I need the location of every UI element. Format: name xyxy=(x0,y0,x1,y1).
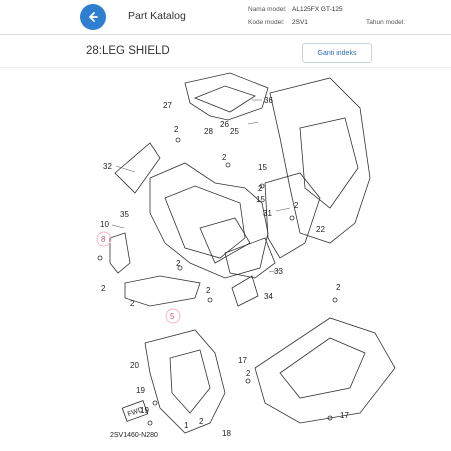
callout-36: 36 xyxy=(264,96,273,105)
callout-22: 22 xyxy=(316,225,325,234)
model-name-label: Nama model: xyxy=(248,6,287,13)
highlight-8[interactable] xyxy=(96,231,112,247)
model-year-label: Tahun model: xyxy=(366,19,406,26)
model-code-value: 2SV1 xyxy=(292,19,308,26)
callout-2e: 2 xyxy=(176,259,181,268)
lower-panel-part xyxy=(224,237,276,279)
callout-20: 20 xyxy=(130,361,139,370)
side-cover-part xyxy=(269,77,371,244)
callout-10: 10 xyxy=(100,220,109,229)
callout-19: 19 xyxy=(136,386,145,395)
app-title: Part Katalog xyxy=(128,10,186,22)
divider xyxy=(0,67,451,68)
callout-19b: 19 xyxy=(140,406,149,415)
callout-31: 31 xyxy=(263,209,272,218)
lower-cover-part xyxy=(124,275,201,307)
bracket-part xyxy=(231,275,259,307)
model-code-label: Kode model: xyxy=(248,19,285,26)
callout-1: 1 xyxy=(184,421,189,430)
callout-28: 28 xyxy=(204,127,213,136)
callout-5-highlighted: 5 xyxy=(170,312,175,321)
front-panel-part xyxy=(149,162,269,279)
parts-diagram: 27 36 28 26 25 2 32 35 10 2 8 2 15 2 15 … xyxy=(96,72,396,439)
callout-2: 2 xyxy=(174,125,179,134)
callout-17b: 17 xyxy=(340,411,349,420)
callout-27: 27 xyxy=(163,101,172,110)
callout-2f: 2 xyxy=(130,299,135,308)
app-header: Part Katalog Nama model: AL125FX GT-125 … xyxy=(0,0,451,35)
front-cowl-part xyxy=(184,72,269,121)
callout-8-highlighted: 8 xyxy=(101,235,106,244)
section-title: 28:LEG SHIELD xyxy=(86,45,170,57)
callout-2k: 2 xyxy=(199,417,204,426)
model-name-value: AL125FX GT-125 xyxy=(292,6,343,13)
callout-35: 35 xyxy=(120,210,129,219)
change-index-button[interactable]: Ganti indeks xyxy=(302,43,372,63)
back-button[interactable] xyxy=(80,4,106,30)
lower-guard-part xyxy=(144,329,226,434)
callout-2c: 2 xyxy=(101,284,106,293)
callout-34: 34 xyxy=(264,292,273,301)
callout-32: 32 xyxy=(103,162,112,171)
leg-shield-part xyxy=(264,172,321,259)
diagram-code: 2SV1460-N280 xyxy=(110,432,158,439)
arrow-left-icon xyxy=(89,12,98,22)
fwd-label: FWD xyxy=(127,406,144,418)
callout-17: 17 xyxy=(238,356,247,365)
small-panel-part xyxy=(109,232,131,274)
callout-2g: 2 xyxy=(206,286,211,295)
highlight-5[interactable] xyxy=(165,308,181,324)
callout-2b: 2 xyxy=(222,153,227,162)
callout-25: 25 xyxy=(230,127,239,136)
windshield-part xyxy=(114,142,161,194)
callout-26: 26 xyxy=(220,120,229,129)
callout-15b: 15 xyxy=(256,195,265,204)
under-cover-part xyxy=(254,317,396,424)
callout-2j: 2 xyxy=(246,369,251,378)
callout-18: 18 xyxy=(222,429,231,438)
callout-2i: 2 xyxy=(336,283,341,292)
callout-15: 15 xyxy=(258,163,267,172)
callout-33: 33 xyxy=(274,267,283,276)
callout-2d: 2 xyxy=(258,184,263,193)
callout-2h: 2 xyxy=(294,201,299,210)
